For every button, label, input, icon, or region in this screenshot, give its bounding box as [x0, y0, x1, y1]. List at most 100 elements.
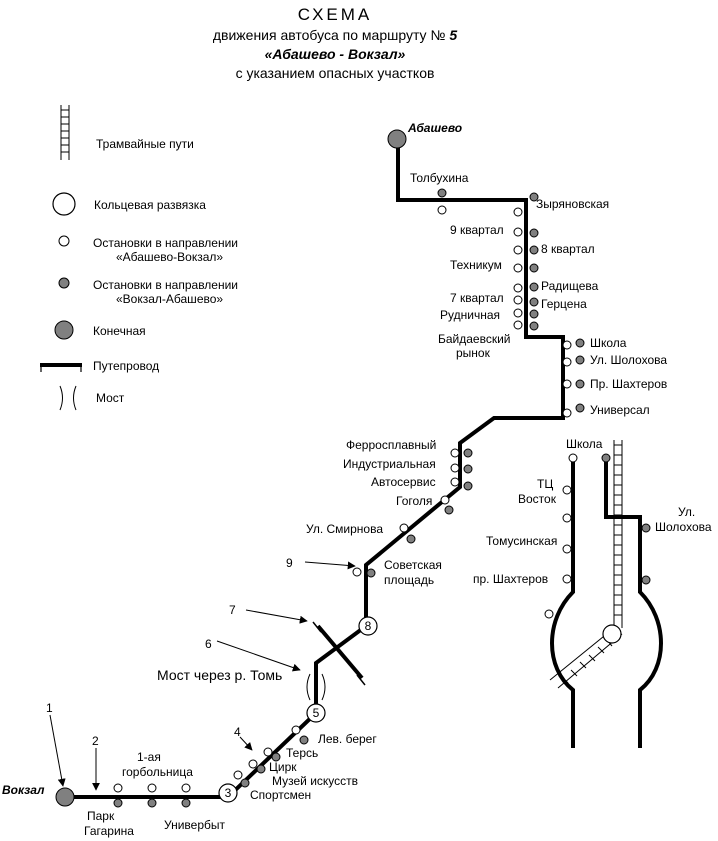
stop-filled: [437, 188, 447, 198]
open-stop-legend-icon: [58, 235, 70, 247]
stop-label: Школа: [590, 336, 627, 350]
stop-filled: [529, 282, 539, 292]
stop-label: Техникум: [450, 258, 502, 272]
stop-open: [440, 495, 450, 505]
overpass-end-left: [312, 621, 322, 633]
stop-open: [147, 783, 157, 793]
stop-filled: [444, 505, 454, 515]
stop-open: [562, 544, 572, 554]
stop-open: [562, 485, 572, 495]
terminal-vokzal-label: Вокзал: [2, 783, 45, 797]
hazard-arrow-4: [239, 736, 253, 751]
stop-filled: [271, 752, 281, 762]
legend-terminal-label: Конечная: [93, 324, 146, 338]
stop-filled: [601, 453, 611, 463]
stop-label: Рудничная: [440, 308, 500, 322]
filled-stop-legend-icon: [58, 277, 70, 289]
inset-label: Ул.: [678, 505, 695, 519]
stop-filled: [575, 355, 585, 365]
stop-filled: [529, 321, 539, 331]
stop-label: Зыряновская: [536, 197, 609, 211]
stop-open: [568, 453, 578, 463]
title-line2: движения автобуса по маршруту № 5: [213, 27, 457, 43]
stop-open: [562, 408, 572, 418]
inset-roundabout: [602, 624, 622, 644]
stop-label: Пр. Шахтеров: [590, 377, 667, 391]
inset-label: Томусинская: [486, 534, 557, 548]
stop-label: Спортсмен: [250, 788, 311, 802]
terminal-abashevo-label: Абашево: [407, 121, 462, 135]
legend-overpass-label: Путепровод: [93, 359, 159, 373]
stop-label: площадь: [384, 573, 434, 587]
stop-filled: [240, 778, 250, 788]
stop-label: Ферросплавный: [346, 438, 436, 452]
title-line1: СХЕМА: [298, 5, 373, 24]
legend-stop-ab-v-line2: «Абашево-Вокзал»: [116, 250, 223, 264]
title-line3: «Абашево - Вокзал»: [265, 46, 406, 62]
overpass-crossing: [316, 624, 364, 680]
stop-label: Индустриальная: [343, 457, 436, 471]
stop-filled: [575, 379, 585, 389]
stop-open: [562, 513, 572, 523]
legend-stop-ab-v-line1: Остановки в направлении: [93, 236, 238, 250]
hazard-number-3: 3: [225, 786, 232, 800]
stop-open: [562, 340, 572, 350]
legend-roundabout-label: Кольцевая развязка: [94, 198, 206, 212]
stop-open: [113, 783, 123, 793]
stop-open: [513, 263, 523, 273]
stop-open: [513, 283, 523, 293]
stop-open: [562, 574, 572, 584]
stop-filled: [463, 464, 473, 474]
hazard-number-2: 2: [92, 734, 99, 748]
roundabout-5: [306, 703, 326, 723]
hazard-arrow-7: [245, 609, 308, 624]
stop-label: Радищева: [541, 279, 599, 293]
stop-label: Ул. Шолохова: [590, 353, 667, 367]
roundabout-legend-icon: [52, 192, 76, 216]
stop-filled: [529, 263, 539, 273]
inset-road-left: [550, 460, 575, 748]
stop-filled: [366, 568, 376, 578]
stop-label: Гагарина: [84, 824, 134, 838]
terminal-vokzal: [55, 787, 75, 807]
terminal-abashevo: [387, 129, 407, 149]
stop-open: [450, 477, 460, 487]
title-block: СХЕМА движения автобуса по маршруту № 5 …: [213, 5, 457, 81]
stop-labels: Толбухина Зыряновская 9 квартал 8 кварта…: [84, 171, 667, 838]
stop-label: Парк: [87, 809, 115, 823]
stop-label: Ул. Смирнова: [306, 522, 383, 536]
stop-filled: [113, 798, 123, 808]
bridge-legend-icon: [59, 385, 77, 411]
stop-filled: [529, 192, 539, 202]
stop-open: [513, 207, 523, 217]
legend-stop-v-ab-line1: Остановки в направлении: [93, 278, 238, 292]
hazard-number-8: 8: [365, 619, 372, 633]
stop-open: [291, 725, 301, 735]
route-line: [65, 138, 565, 799]
bridge-icon: [306, 673, 326, 701]
stop-open: [399, 523, 409, 533]
roundabout-3: [218, 783, 238, 803]
stop-label: Герцена: [541, 297, 587, 311]
route-number: 5: [449, 27, 457, 43]
stop-open: [263, 747, 273, 757]
tram-track-legend-icon: [60, 105, 70, 160]
stop-open: [233, 770, 243, 780]
tram-track: [549, 440, 623, 689]
stop-open: [513, 308, 523, 318]
stop-open: [450, 463, 460, 473]
hazard-arrow-6: [216, 640, 301, 672]
stop-filled: [641, 523, 651, 533]
stop-label: 7 квартал: [450, 291, 504, 305]
stops-open: [113, 205, 572, 793]
hazard-markers: [49, 561, 356, 791]
stop-filled: [529, 228, 539, 238]
stop-open: [544, 609, 554, 619]
hazard-arrow-1: [49, 714, 66, 787]
stop-label: 1-ая: [137, 750, 161, 764]
stop-open: [562, 379, 572, 389]
stop-filled: [147, 798, 157, 808]
bridge-label: Мост через р. Томь: [157, 667, 282, 683]
hazard-number-1: 1: [46, 701, 53, 715]
inset-label: пр. Шахтеров: [473, 572, 548, 586]
